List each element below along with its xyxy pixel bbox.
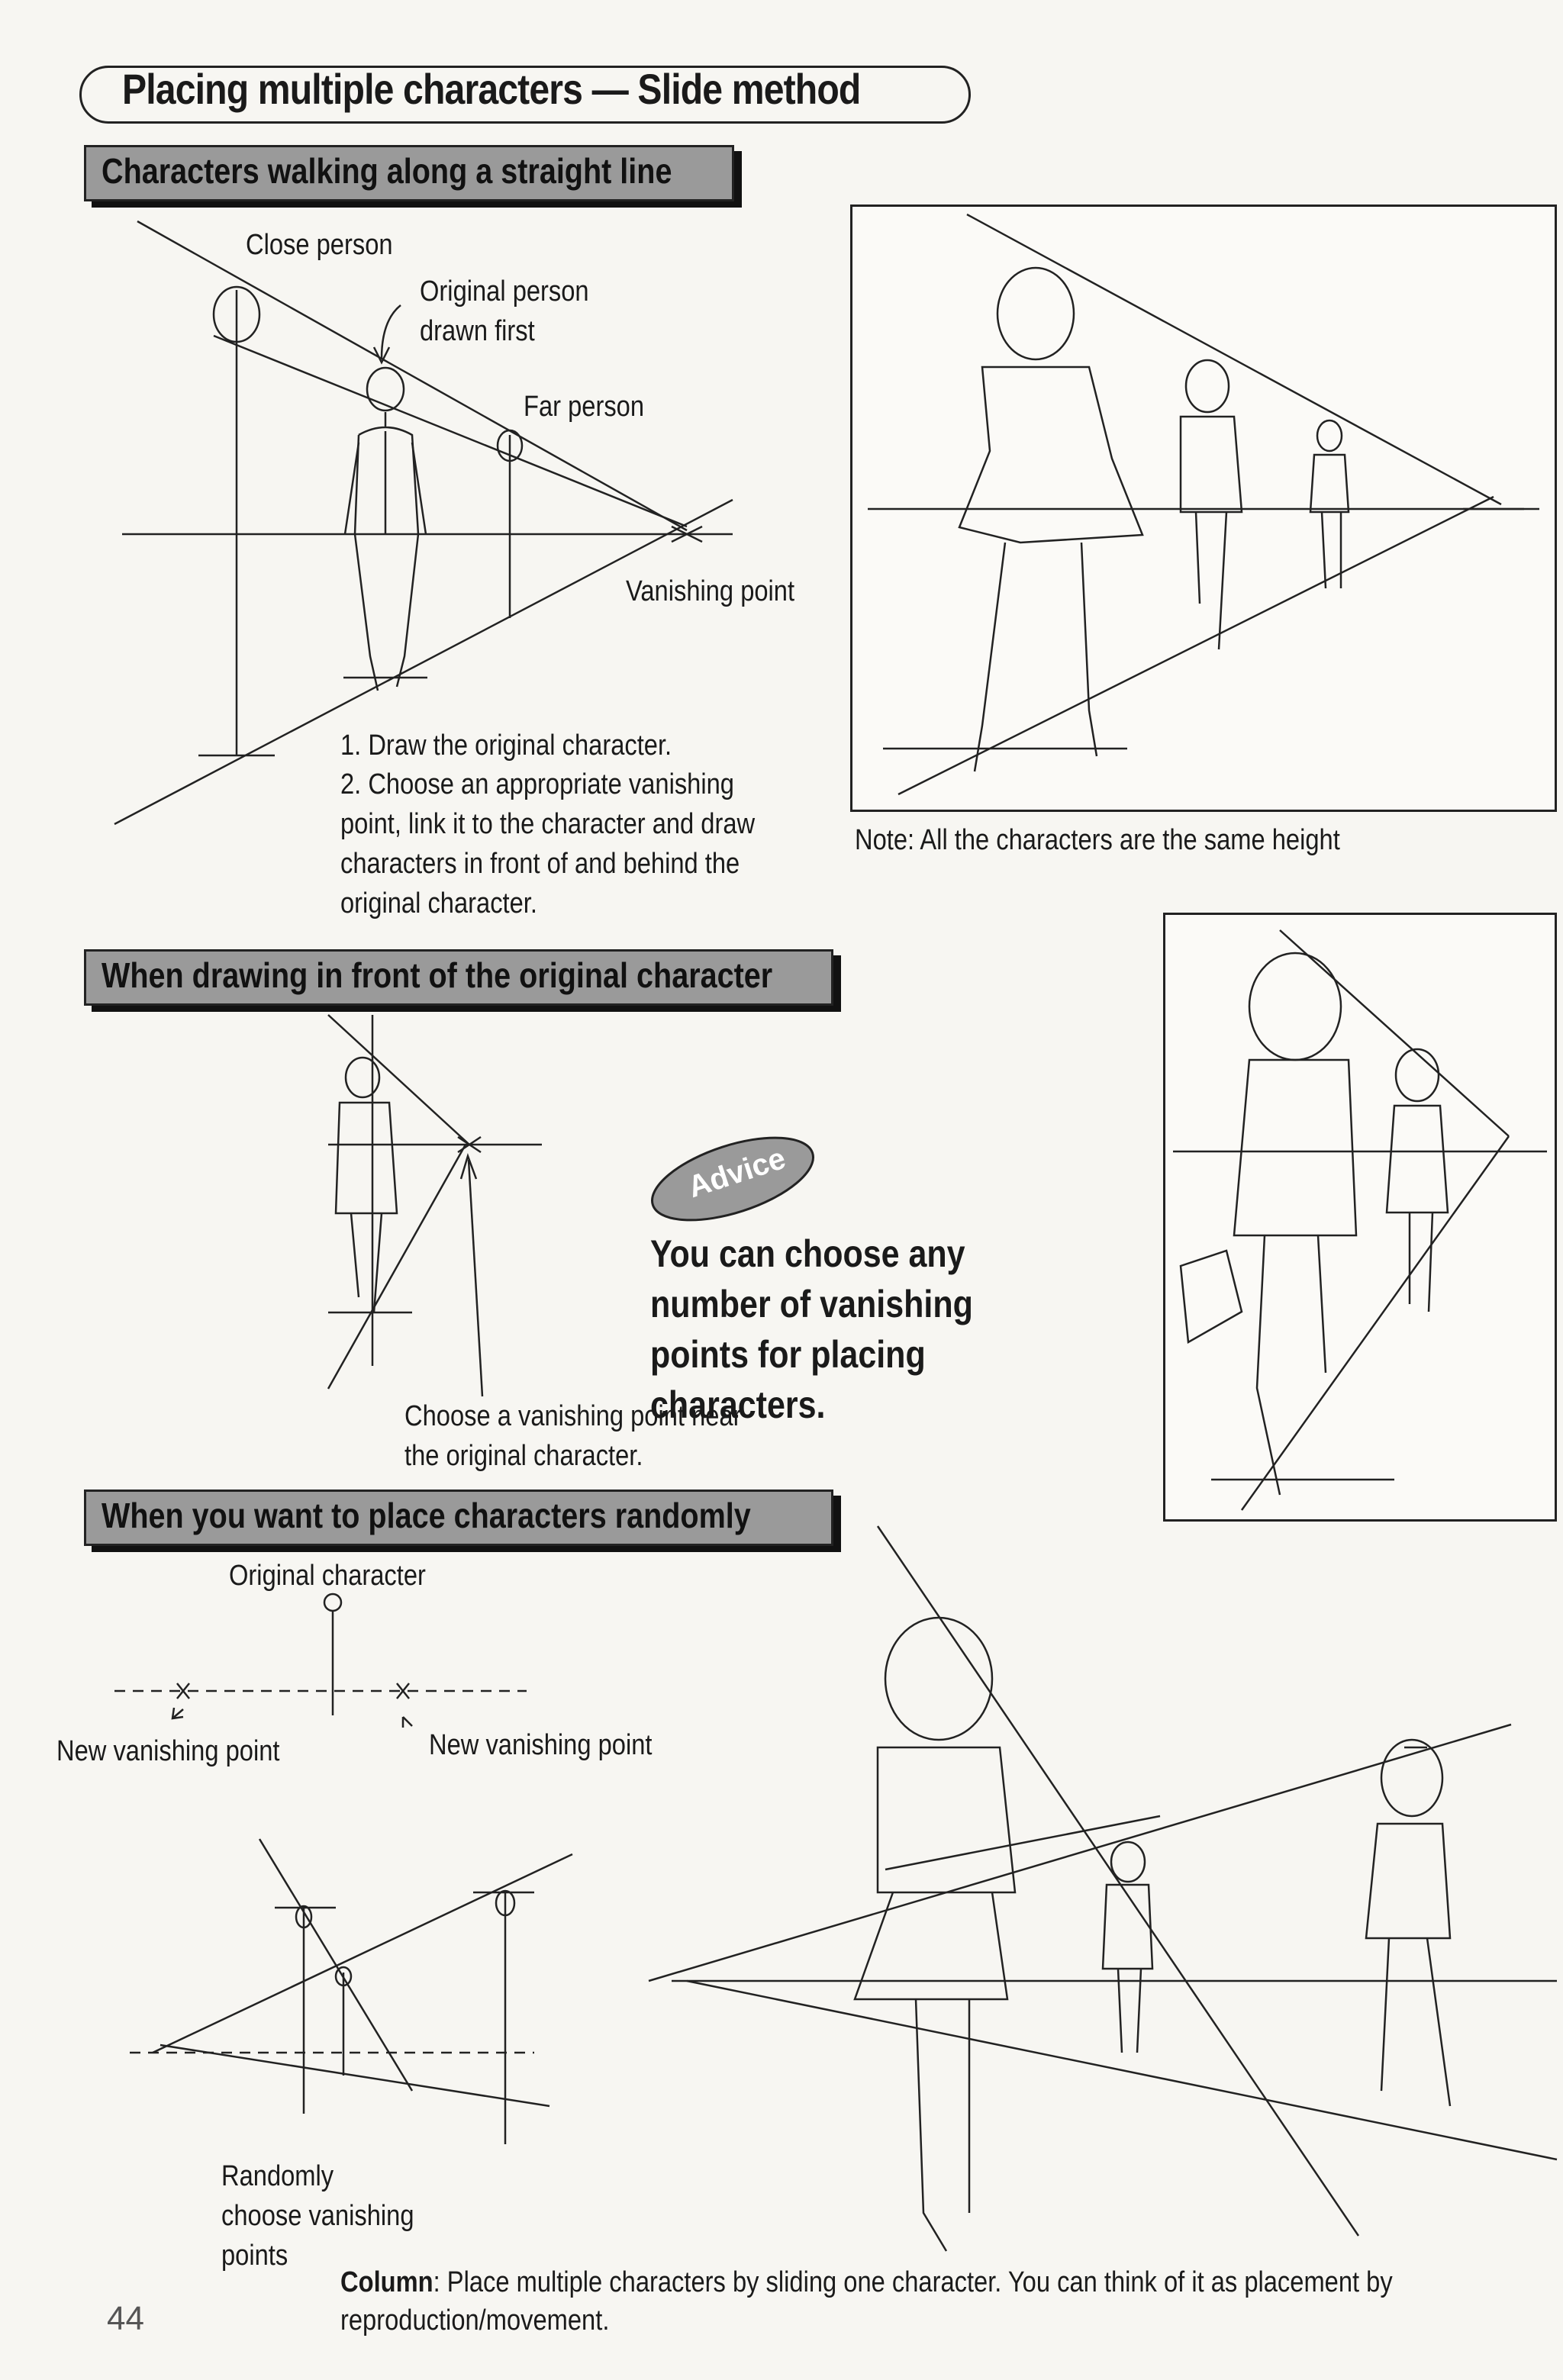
note-same-height: Note: All the characters are the same he… — [855, 824, 1340, 856]
column-label: Column — [340, 2266, 433, 2298]
label-new-vp-right: New vanishing point — [429, 1729, 653, 1761]
step-2: 2. Choose an appropriate vanishing point… — [340, 768, 756, 919]
title-frame — [79, 66, 971, 124]
illustration-three-characters — [850, 205, 1557, 812]
advice-text: You can choose any number of vanishing p… — [650, 1232, 973, 1426]
column-text: : Place multiple characters by sliding o… — [340, 2266, 1393, 2337]
page-title: Placing multiple characters — Slide meth… — [122, 65, 861, 113]
label-close-person: Close person — [246, 229, 393, 261]
label-new-vp-left: New vanishing point — [56, 1735, 280, 1767]
step-1: 1. Draw the original character. — [340, 729, 672, 762]
label-original-character: Original character — [229, 1560, 426, 1592]
label-vanishing-point: Vanishing point — [626, 575, 795, 607]
label-original-person: Original person drawn first — [420, 275, 589, 347]
section-heading-straight-line: Characters walking along a straight line — [84, 145, 734, 201]
caption-random: Randomly choose vanishing points — [221, 2160, 414, 2272]
caption-in-front: Choose a vanishing point near the origin… — [404, 1400, 742, 1472]
section-heading-random: When you want to place characters random… — [84, 1490, 833, 1546]
illustration-two-characters — [1163, 913, 1557, 1522]
page-number: 44 — [107, 2300, 144, 2337]
label-far-person: Far person — [524, 391, 645, 423]
advice-label: Advice — [684, 1141, 790, 1205]
section-heading-in-front: When drawing in front of the original ch… — [84, 949, 833, 1006]
column-note: Column: Place multiple characters by sli… — [340, 2263, 1509, 2340]
